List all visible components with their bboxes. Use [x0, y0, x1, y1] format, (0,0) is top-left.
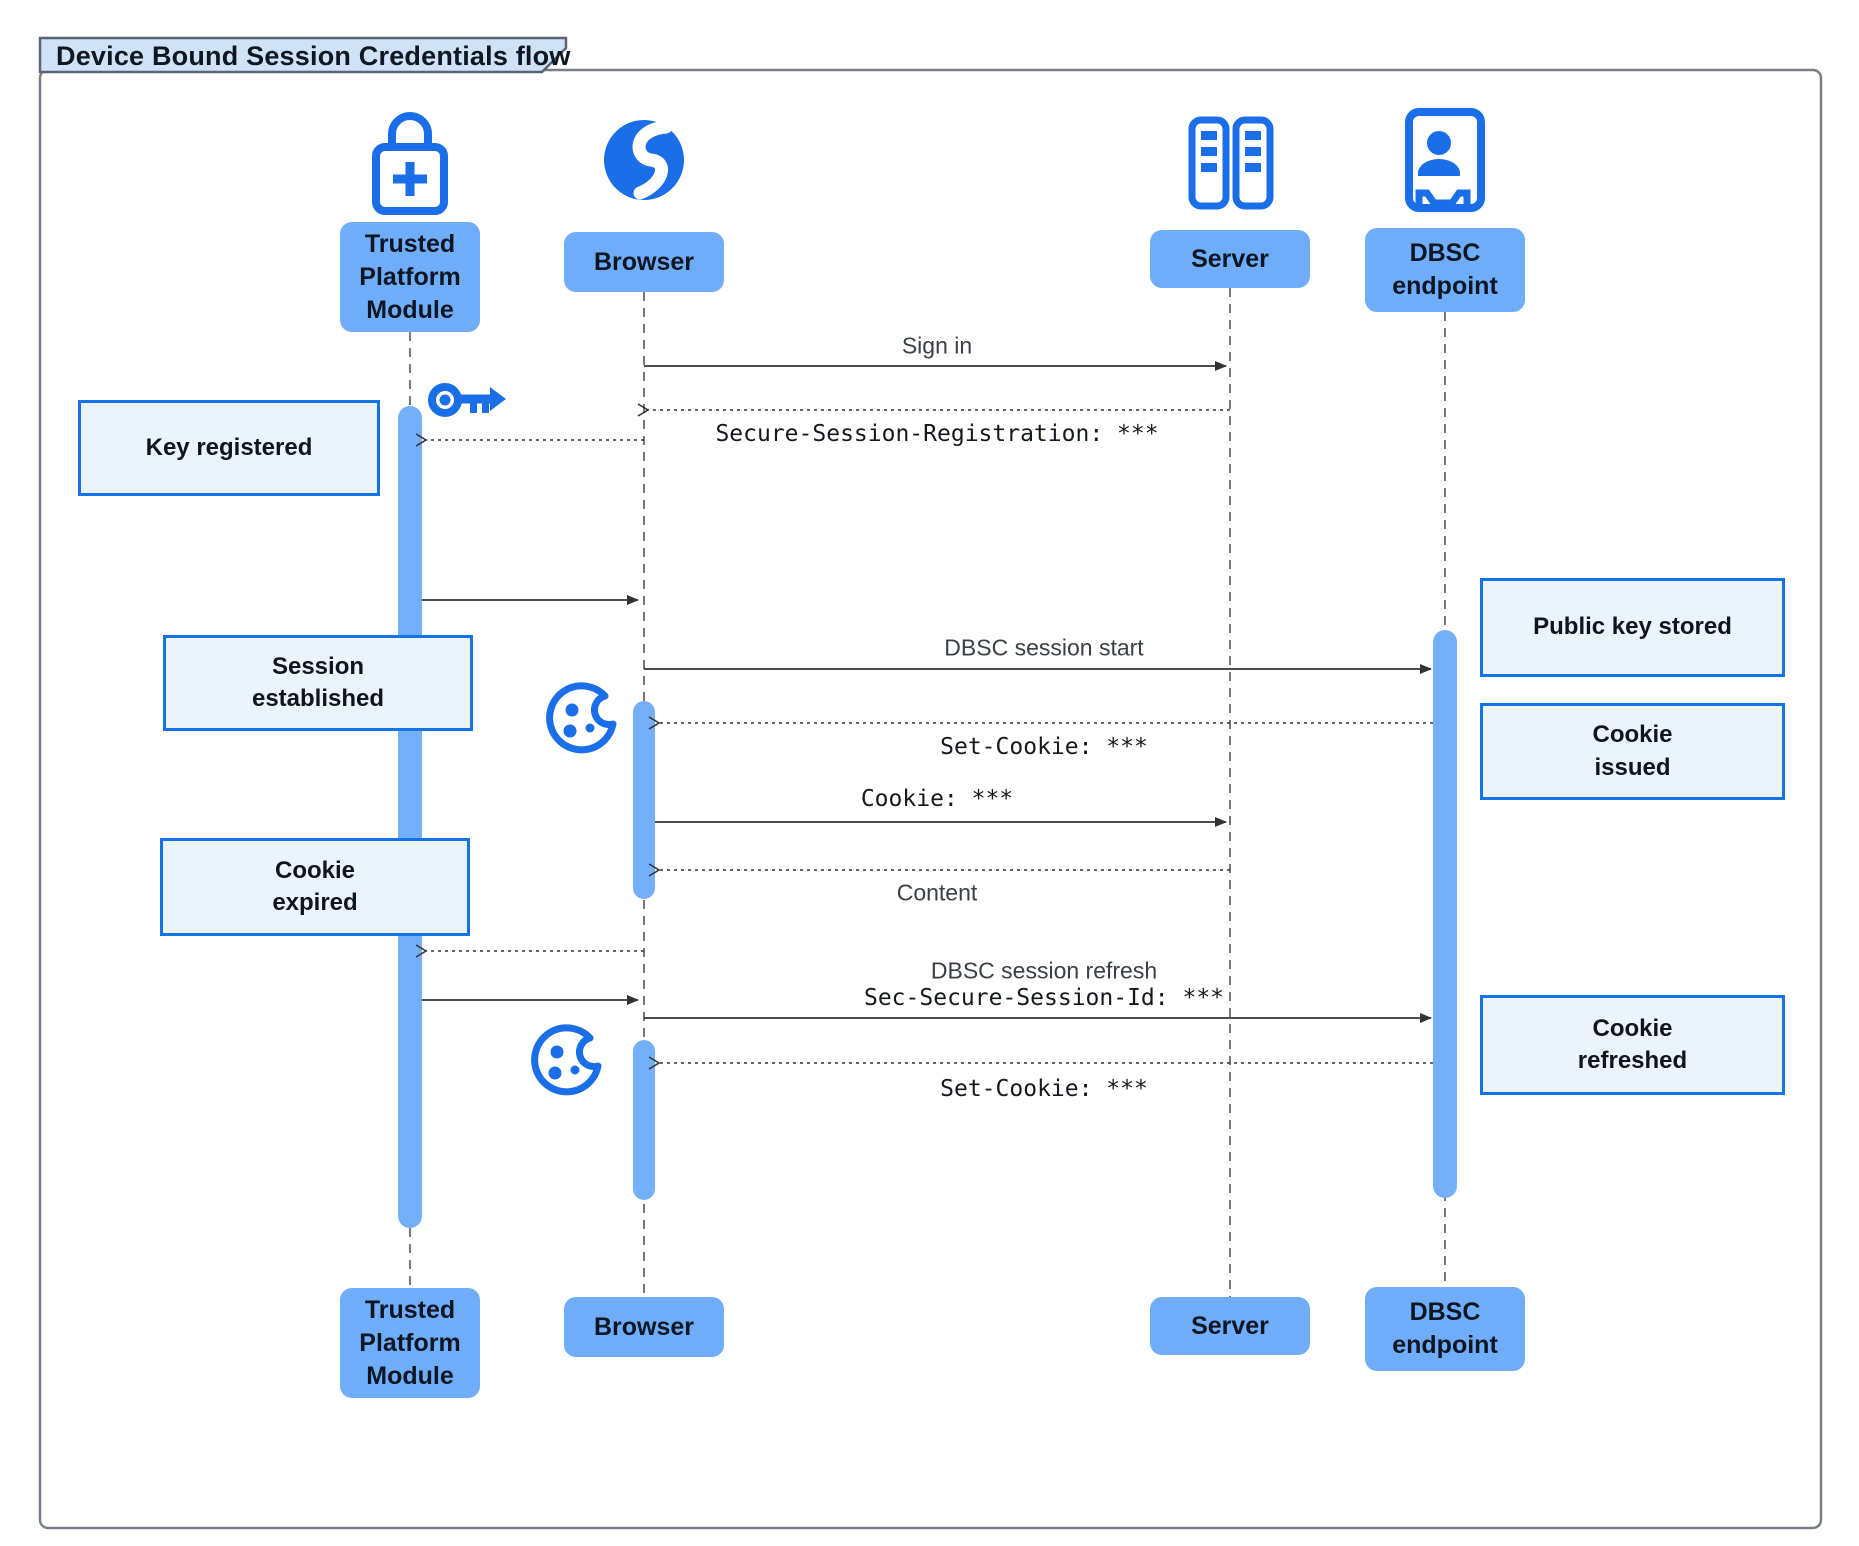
note-key-registered: Key registered	[78, 400, 380, 496]
tpm-lock-icon	[372, 112, 448, 215]
participant-dbsc-bottom: DBSC endpoint	[1365, 1287, 1525, 1371]
participant-browser-bottom: Browser	[564, 1297, 724, 1357]
activation-bar-browser-1	[633, 701, 655, 899]
note-cookie-issued: Cookie issued	[1480, 703, 1785, 800]
participant-server-top: Server	[1150, 230, 1310, 288]
label-cookie: Cookie: ***	[860, 786, 1014, 812]
participant-dbsc-top: DBSC endpoint	[1365, 228, 1525, 312]
title-tag-shape	[38, 36, 568, 74]
label-set-cookie-1: Set-Cookie: ***	[940, 734, 1148, 760]
activation-bar-browser-2	[633, 1040, 655, 1200]
label-dbsc-session-start: DBSC session start	[944, 634, 1144, 661]
cookie-icon-2	[531, 1024, 602, 1096]
label-set-cookie-2: Set-Cookie: ***	[940, 1076, 1148, 1102]
cookie-icon-1	[546, 682, 617, 754]
dbsc-endpoint-icon	[1405, 108, 1485, 212]
note-cookie-refreshed: Cookie refreshed	[1480, 995, 1785, 1095]
participant-tpm-top: Trusted Platform Module	[340, 222, 480, 332]
activation-bar-dbsc	[1433, 630, 1457, 1198]
note-cookie-expired: Cookie expired	[160, 838, 470, 936]
participant-browser-top: Browser	[564, 232, 724, 292]
label-content: Content	[896, 879, 978, 906]
diagram-border	[38, 68, 1823, 1530]
label-sec-secure-session-id: Sec-Secure-Session-Id: ***	[863, 985, 1225, 1011]
label-sign-in: Sign in	[901, 332, 973, 359]
key-icon	[428, 383, 506, 417]
participant-server-bottom: Server	[1150, 1297, 1310, 1355]
participant-tpm-bottom: Trusted Platform Module	[340, 1288, 480, 1398]
diagram-title: Device Bound Session Credentials flow	[56, 41, 571, 71]
server-icon	[1188, 116, 1274, 210]
note-session-established: Session established	[163, 635, 473, 731]
note-public-key-stored: Public key stored	[1480, 578, 1785, 677]
browser-globe-icon	[604, 120, 684, 200]
label-dbsc-session-refresh: DBSC session refresh	[930, 957, 1158, 984]
activation-bar-tpm	[398, 406, 422, 1228]
label-secure-session-registration: Secure-Session-Registration: ***	[715, 421, 1159, 447]
